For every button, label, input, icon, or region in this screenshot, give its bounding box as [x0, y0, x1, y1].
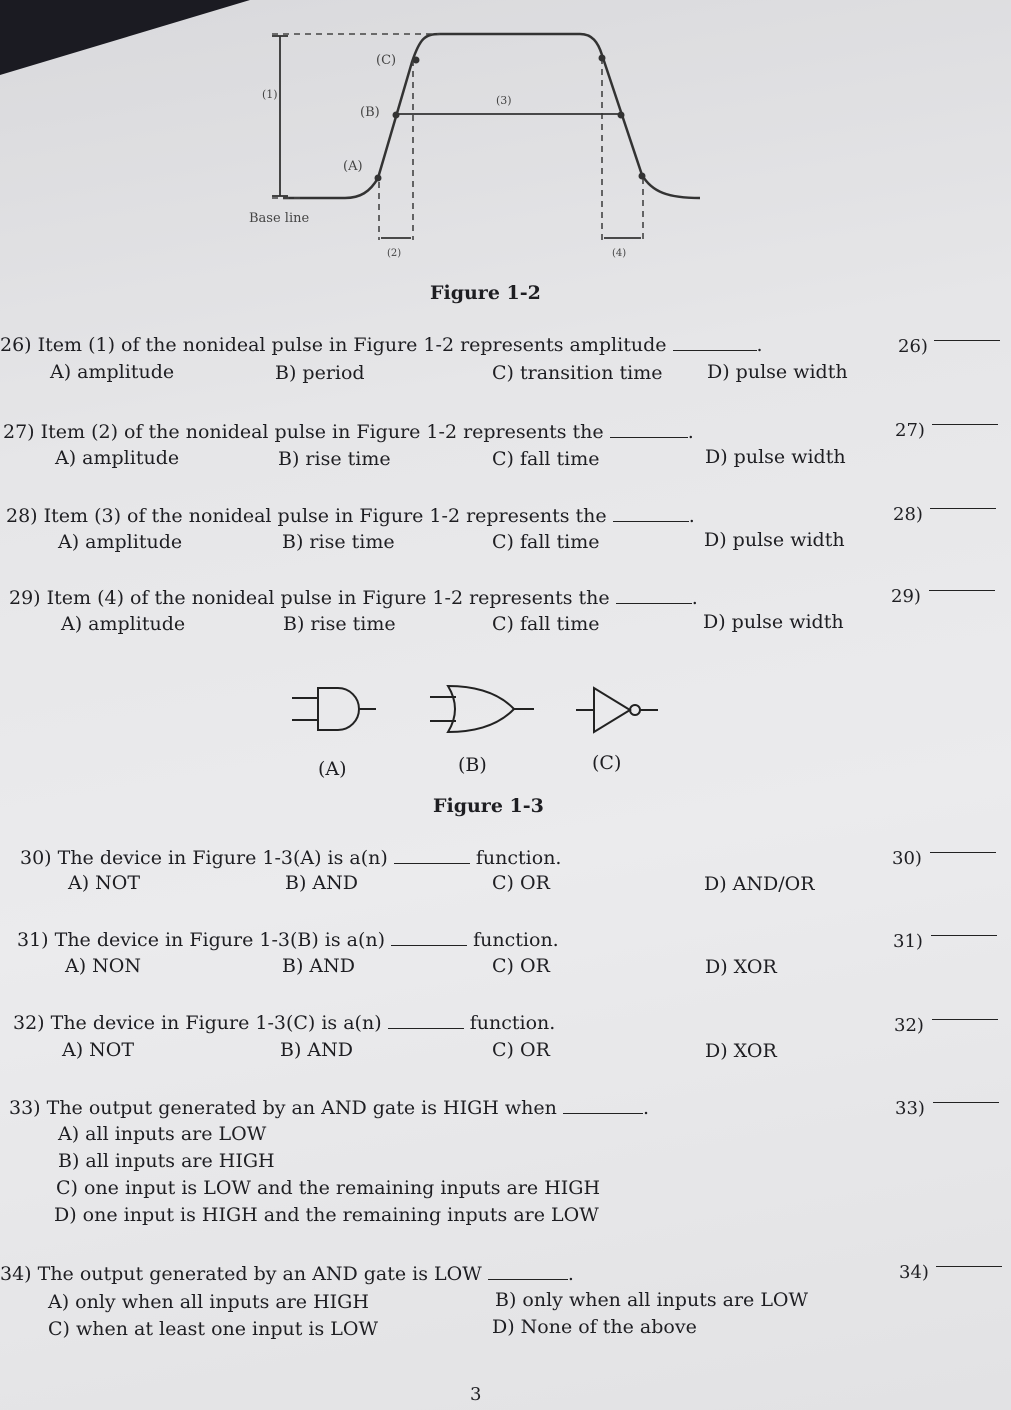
option-32-c[interactable]: C) OR — [492, 1039, 550, 1061]
answer-blank[interactable] — [391, 945, 468, 946]
option-30-d[interactable]: D) AND/OR — [704, 873, 815, 895]
answer-line-32[interactable] — [932, 1019, 998, 1020]
answer-line-30[interactable] — [930, 852, 996, 853]
option-27-c[interactable]: C) fall time — [492, 448, 600, 470]
answer-blank[interactable] — [562, 1113, 643, 1114]
question-26: 26) Item (1) of the nonideal pulse in Fi… — [0, 334, 763, 356]
option-31-a[interactable]: A) NON — [65, 955, 141, 977]
question-34: 34) The output generated by an AND gate … — [0, 1263, 574, 1285]
option-27-b[interactable]: B) rise time — [278, 448, 391, 470]
answer-number-30: 30) — [892, 848, 922, 869]
point-c — [412, 56, 420, 64]
question-32: 32) The device in Figure 1-3(C) is a(n) … — [13, 1012, 556, 1034]
option-30-a[interactable]: A) NOT — [68, 872, 141, 894]
answer-line-33[interactable] — [933, 1102, 999, 1103]
label-item1: (1) — [262, 88, 278, 101]
question-31: 31) The device in Figure 1-3(B) is a(n) … — [17, 929, 559, 951]
answer-number-26: 26) — [898, 336, 928, 357]
option-28-d[interactable]: D) pulse width — [704, 529, 845, 551]
answer-number-29: 29) — [891, 586, 921, 607]
point-b — [392, 111, 400, 119]
or-gate-icon — [430, 684, 534, 734]
question-30: 30) The device in Figure 1-3(A) is a(n) … — [20, 847, 562, 869]
label-c: (C) — [376, 53, 396, 68]
gate-label-b: (B) — [458, 754, 487, 776]
answer-number-32: 32) — [894, 1015, 924, 1036]
answer-blank[interactable] — [612, 521, 689, 522]
dark-corner — [0, 0, 250, 75]
question-27: 27) Item (2) of the nonideal pulse in Fi… — [3, 421, 694, 443]
answer-blank[interactable] — [387, 1028, 464, 1029]
option-29-c[interactable]: C) fall time — [492, 613, 600, 635]
option-26-a[interactable]: A) amplitude — [50, 361, 175, 383]
answer-blank[interactable] — [609, 437, 688, 438]
answer-blank[interactable] — [615, 603, 692, 604]
question-29: 29) Item (4) of the nonideal pulse in Fi… — [9, 587, 698, 609]
point-a — [374, 174, 382, 182]
not-gate-icon — [576, 686, 658, 734]
option-28-a[interactable]: A) amplitude — [58, 531, 183, 553]
answer-line-27[interactable] — [932, 424, 998, 425]
answer-blank[interactable] — [672, 350, 757, 351]
gate-label-a: (A) — [318, 758, 347, 780]
option-32-d[interactable]: D) XOR — [705, 1040, 777, 1062]
answer-number-28: 28) — [893, 504, 923, 525]
label-item3: (3) — [496, 94, 512, 107]
question-33: 33) The output generated by an AND gate … — [9, 1097, 649, 1119]
option-29-b[interactable]: B) rise time — [283, 613, 396, 635]
answer-number-34: 34) — [899, 1262, 929, 1283]
option-34-a[interactable]: A) only when all inputs are HIGH — [48, 1291, 369, 1313]
pulse-diagram: (1) (C) (B) (A) (3) Base line (2) (4) — [249, 32, 701, 259]
logic-gates-diagram — [292, 684, 658, 734]
and-gate-icon — [292, 687, 376, 731]
option-30-b[interactable]: B) AND — [285, 872, 358, 894]
gate-label-c: (C) — [592, 752, 622, 774]
answer-number-27: 27) — [895, 420, 925, 441]
answer-line-26[interactable] — [934, 340, 1000, 341]
option-33-b[interactable]: B) all inputs are HIGH — [58, 1150, 275, 1172]
answer-line-29[interactable] — [929, 590, 995, 591]
label-b: (B) — [360, 105, 380, 120]
option-27-a[interactable]: A) amplitude — [55, 447, 180, 469]
option-33-d[interactable]: D) one input is HIGH and the remaining i… — [54, 1204, 599, 1226]
option-34-b[interactable]: B) only when all inputs are LOW — [495, 1289, 809, 1311]
answer-number-33: 33) — [895, 1098, 925, 1119]
page-number: 3 — [470, 1384, 482, 1405]
answer-blank[interactable] — [487, 1279, 568, 1280]
question-28: 28) Item (3) of the nonideal pulse in Fi… — [6, 505, 695, 527]
option-26-c[interactable]: C) transition time — [492, 362, 663, 384]
option-27-d[interactable]: D) pulse width — [705, 446, 846, 468]
option-28-c[interactable]: C) fall time — [492, 531, 600, 553]
label-item4: (4) — [612, 248, 626, 259]
option-28-b[interactable]: B) rise time — [282, 531, 395, 553]
label-a: (A) — [343, 159, 363, 174]
answer-blank[interactable] — [393, 863, 470, 864]
answer-line-31[interactable] — [931, 935, 997, 936]
option-33-a[interactable]: A) all inputs are LOW — [58, 1123, 267, 1145]
option-29-a[interactable]: A) amplitude — [61, 613, 186, 635]
option-34-c[interactable]: C) when at least one input is LOW — [48, 1318, 379, 1340]
option-31-b[interactable]: B) AND — [282, 955, 355, 977]
answer-line-34[interactable] — [936, 1266, 1002, 1267]
option-31-c[interactable]: C) OR — [492, 955, 550, 977]
option-32-a[interactable]: A) NOT — [62, 1039, 135, 1061]
label-baseline: Base line — [249, 211, 309, 226]
option-32-b[interactable]: B) AND — [280, 1039, 353, 1061]
label-item2: (2) — [387, 248, 401, 259]
figure-1-3-title: Figure 1-3 — [433, 795, 544, 817]
option-31-d[interactable]: D) XOR — [705, 956, 777, 978]
option-26-d[interactable]: D) pulse width — [707, 361, 848, 383]
question-number: 26) — [0, 334, 32, 356]
figure-1-2-title: Figure 1-2 — [430, 282, 541, 304]
option-33-c[interactable]: C) one input is LOW and the remaining in… — [56, 1177, 601, 1199]
option-30-c[interactable]: C) OR — [492, 872, 550, 894]
answer-number-31: 31) — [893, 931, 923, 952]
answer-line-28[interactable] — [930, 508, 996, 509]
option-34-d[interactable]: D) None of the above — [492, 1316, 697, 1338]
option-26-b[interactable]: B) period — [275, 362, 365, 384]
option-29-d[interactable]: D) pulse width — [703, 611, 844, 633]
